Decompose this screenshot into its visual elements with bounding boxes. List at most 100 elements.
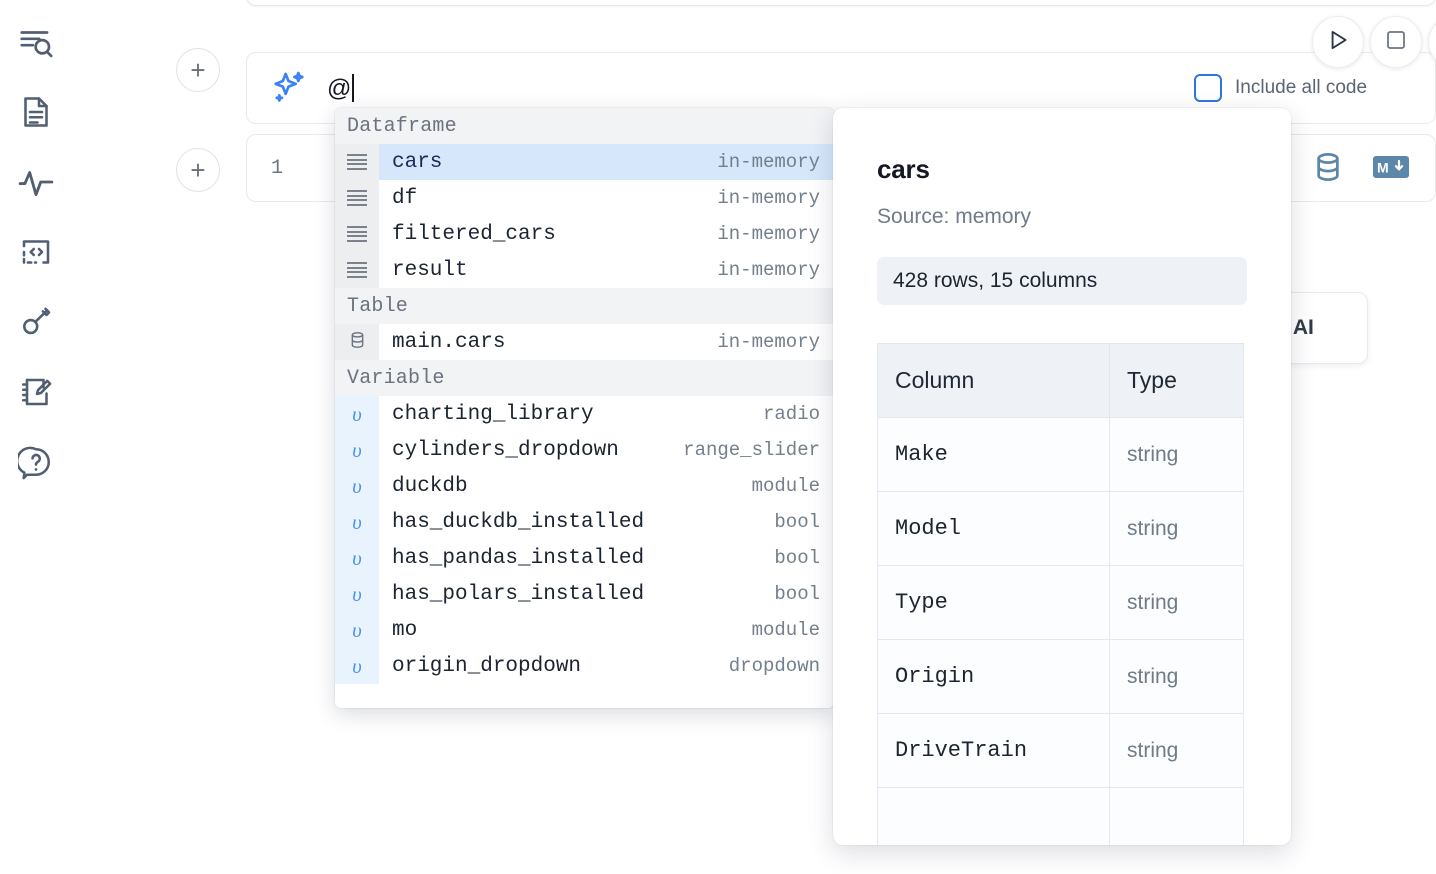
- autocomplete-item-name: charting_library: [392, 402, 594, 426]
- autocomplete-item[interactable]: df in-memory: [335, 180, 834, 216]
- add-cell-button-bottom[interactable]: +: [176, 148, 220, 192]
- text-caret: [352, 73, 355, 102]
- detail-source: Source: memory: [877, 205, 1032, 228]
- autocomplete-item[interactable]: filtered_cars in-memory: [335, 216, 834, 252]
- schema-column-name: DriveTrain: [877, 713, 1110, 788]
- autocomplete-item-name: mo: [392, 618, 418, 642]
- autocomplete-item-meta: in-memory: [717, 223, 820, 245]
- ai-prompt-input[interactable]: @: [327, 73, 355, 103]
- autocomplete-item[interactable]: υ has_pandas_installed bool: [335, 540, 834, 576]
- autocomplete-item[interactable]: υ origin_dropdown dropdown: [335, 648, 834, 684]
- document-icon: [18, 94, 54, 130]
- sidebar-item-activity[interactable]: [12, 158, 60, 206]
- dataframe-icon: [347, 190, 367, 206]
- key-icon: [18, 304, 54, 340]
- autocomplete-item-name: has_polars_installed: [392, 582, 645, 606]
- include-all-code-checkbox[interactable]: [1194, 74, 1222, 102]
- variable-icon: υ: [352, 581, 362, 606]
- sidebar-item-notebook[interactable]: [12, 88, 60, 136]
- schema-column-name: Type: [877, 565, 1110, 640]
- help-chat-icon: [18, 444, 54, 480]
- activity-icon: [17, 163, 55, 201]
- dataframe-icon: [347, 154, 367, 170]
- autocomplete-item-name: result: [392, 258, 468, 282]
- variable-icon: υ: [352, 653, 362, 678]
- schema-column-name-partial: [877, 787, 1110, 845]
- sidebar-rail: [0, 0, 72, 874]
- autocomplete-item-meta: bool: [774, 547, 820, 569]
- schema-column-type: string: [1109, 565, 1244, 640]
- column-header-type: Type: [1109, 343, 1244, 418]
- autocomplete-item-meta: bool: [774, 583, 820, 605]
- sidebar-item-help[interactable]: [12, 438, 60, 486]
- sparkle-icon: [269, 68, 309, 108]
- schema-column-name: Model: [877, 491, 1110, 566]
- sidebar-item-scratchpad[interactable]: [12, 368, 60, 416]
- autocomplete-item-icon: υ: [335, 648, 379, 684]
- table-row-partial: [877, 787, 1244, 845]
- variable-icon: υ: [352, 437, 362, 462]
- autocomplete-item-icon: [335, 252, 379, 288]
- autocomplete-item-name: has_pandas_installed: [392, 546, 645, 570]
- include-all-code-label: Include all code: [1235, 77, 1368, 98]
- autocomplete-item-name: origin_dropdown: [392, 654, 582, 678]
- markdown-icon[interactable]: M: [1373, 154, 1409, 185]
- schema-column-type: string: [1109, 639, 1244, 714]
- explore-search-icon: [17, 23, 55, 61]
- sidebar-item-explore[interactable]: [12, 18, 60, 66]
- code-cell-icon-group: M: [1311, 135, 1409, 203]
- autocomplete-item-name: cylinders_dropdown: [392, 438, 619, 462]
- sidebar-item-snippets[interactable]: [12, 228, 60, 276]
- variable-icon: υ: [352, 617, 362, 642]
- stop-cell-button[interactable]: [1370, 16, 1422, 68]
- schema-column-name: Make: [877, 417, 1110, 492]
- stop-square-icon: [1384, 28, 1408, 57]
- autocomplete-item-meta: range_slider: [683, 439, 820, 461]
- variable-icon: υ: [352, 545, 362, 570]
- autocomplete-item[interactable]: result in-memory: [335, 252, 834, 288]
- autocomplete-item-name: has_duckdb_installed: [392, 510, 645, 534]
- code-snippet-icon: [18, 234, 54, 270]
- autocomplete-item-icon: υ: [335, 540, 379, 576]
- schema-column-name: Origin: [877, 639, 1110, 714]
- sidebar-item-secrets[interactable]: [12, 298, 60, 346]
- autocomplete-item-meta: in-memory: [717, 187, 820, 209]
- autocomplete-item-name: main.cars: [392, 330, 506, 354]
- run-cell-button[interactable]: [1312, 16, 1364, 68]
- autocomplete-item-meta: in-memory: [717, 259, 820, 281]
- schema-column-type: string: [1109, 491, 1244, 566]
- autocomplete-item-name: filtered_cars: [392, 222, 556, 246]
- autocomplete-item-icon: [335, 324, 379, 360]
- autocomplete-detail-panel: cars Source: memory 428 rows, 15 columns…: [833, 108, 1291, 845]
- autocomplete-item-icon: υ: [335, 432, 379, 468]
- autocomplete-item-name: df: [392, 186, 418, 210]
- autocomplete-item-meta: dropdown: [728, 655, 820, 677]
- autocomplete-item[interactable]: υ has_polars_installed bool: [335, 576, 834, 612]
- dataframe-icon: [347, 262, 367, 278]
- database-icon[interactable]: [1311, 150, 1345, 189]
- autocomplete-item-icon: υ: [335, 576, 379, 612]
- autocomplete-item-icon: [335, 144, 379, 180]
- variable-icon: υ: [352, 509, 362, 534]
- schema-column-type-partial: [1109, 787, 1244, 845]
- add-cell-button-top[interactable]: +: [176, 48, 220, 92]
- autocomplete-item[interactable]: υ cylinders_dropdown range_slider: [335, 432, 834, 468]
- variable-icon: υ: [352, 473, 362, 498]
- autocomplete-item-icon: υ: [335, 612, 379, 648]
- play-icon: [1325, 27, 1351, 58]
- autocomplete-section-header: Dataframe: [335, 108, 834, 144]
- detail-title: cars: [877, 154, 930, 184]
